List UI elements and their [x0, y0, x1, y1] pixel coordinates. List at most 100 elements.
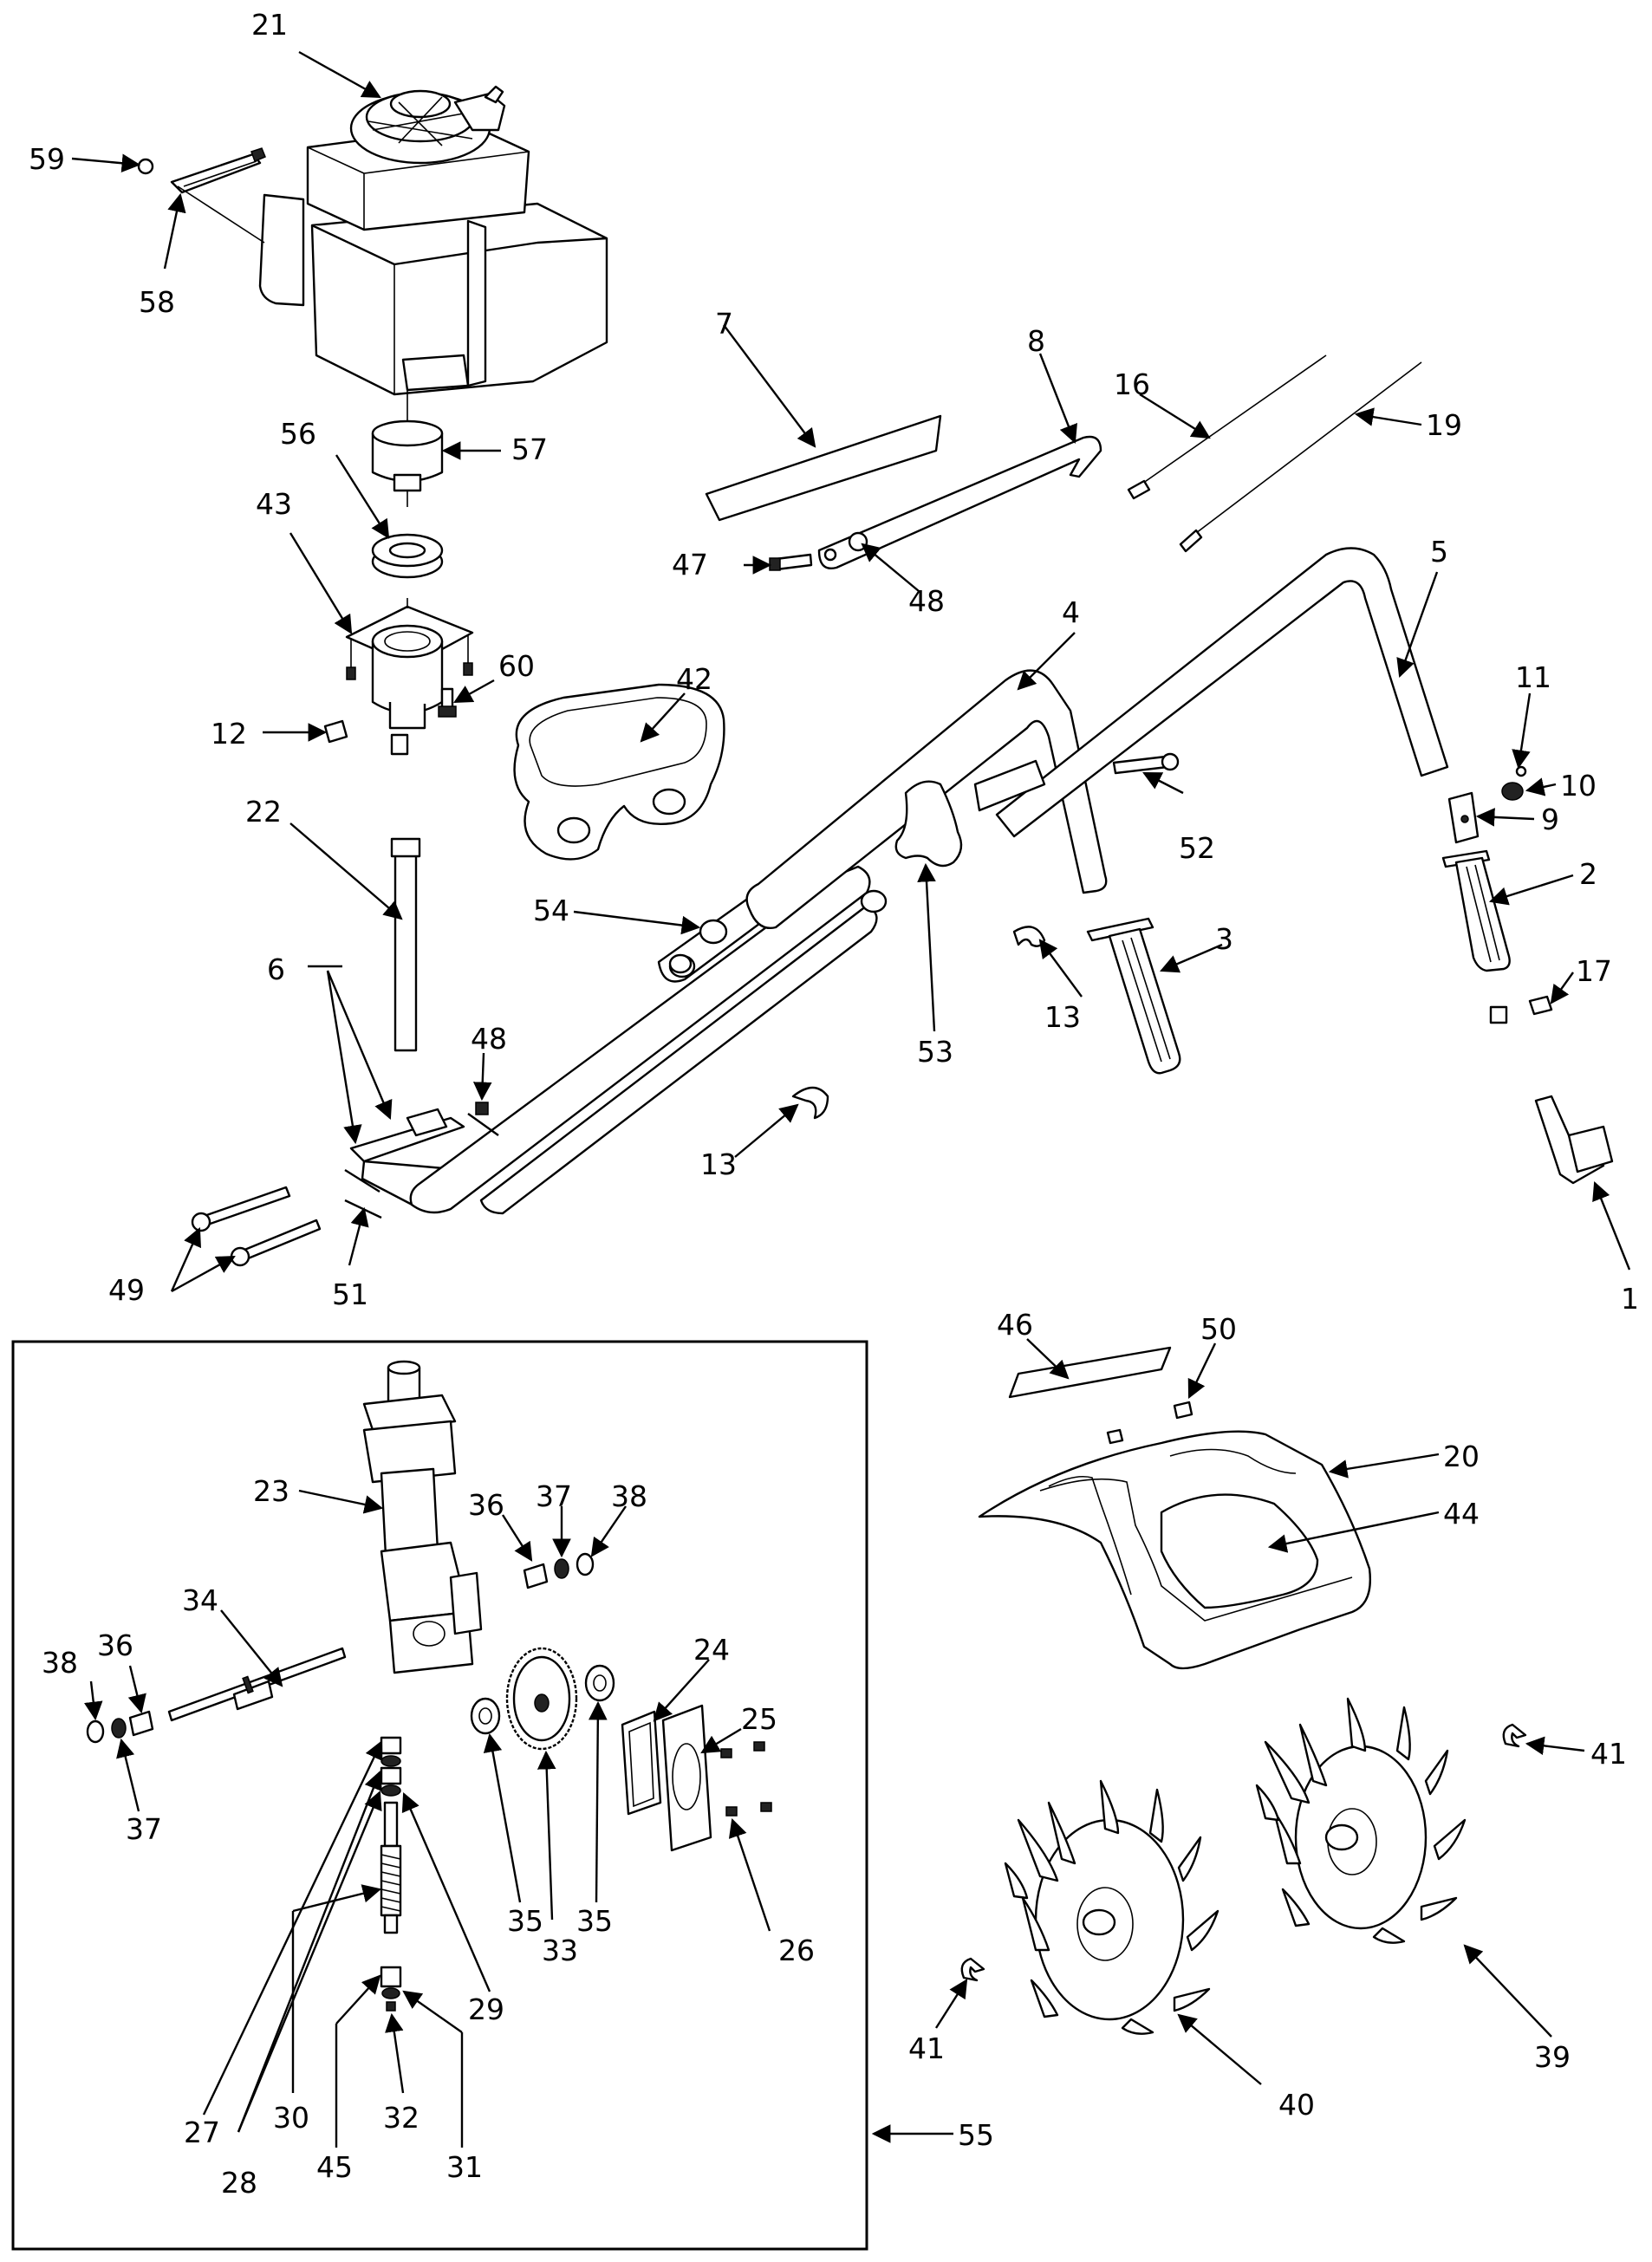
tine-40 [1004, 1779, 1219, 2035]
callout-16: 16 [1114, 367, 1150, 401]
callout-1: 1 [1621, 1282, 1639, 1316]
callout-32: 32 [383, 2101, 420, 2135]
lower-frame [349, 669, 1108, 1215]
callout-50: 50 [1200, 1312, 1237, 1346]
callout-35-right: 35 [576, 1904, 613, 1938]
callout-48-upper: 48 [908, 584, 945, 618]
engine [258, 85, 608, 396]
pulley [371, 419, 444, 492]
callout-37-left: 37 [126, 1812, 162, 1846]
nut-50 [1106, 1401, 1193, 1445]
callout-11: 11 [1515, 660, 1551, 694]
callout-8: 8 [1027, 324, 1045, 358]
cover-screws [720, 1741, 772, 1817]
callout-29: 29 [468, 1992, 504, 2026]
callout-36-left: 36 [97, 1628, 133, 1662]
callout-46: 46 [997, 1308, 1033, 1342]
callout-2: 2 [1579, 857, 1597, 891]
switch-17 [1489, 995, 1553, 1024]
callout-19: 19 [1426, 408, 1462, 442]
callout-13-lower: 13 [700, 1147, 737, 1181]
callout-58: 58 [139, 285, 175, 319]
leader-lines [71, 50, 1631, 2148]
upper-handle [973, 547, 1449, 838]
callout-44: 44 [1443, 1497, 1480, 1531]
cover-gasket [621, 1710, 662, 1816]
callout-38-right: 38 [611, 1479, 647, 1513]
bolt-60 [438, 687, 457, 718]
tine-shaft [167, 1647, 347, 1722]
worm-shaft [380, 1801, 402, 1934]
knob-10 [1501, 765, 1527, 801]
callout-54: 54 [533, 894, 569, 927]
callout-49: 49 [108, 1273, 145, 1307]
callout-43: 43 [256, 487, 292, 521]
gearbox-detail-frame [11, 1340, 868, 2251]
callout-36-right: 36 [468, 1488, 504, 1522]
long-bolts [191, 1186, 322, 1267]
callout-42: 42 [676, 662, 712, 696]
pin-52 [1112, 752, 1180, 775]
callout-53: 53 [917, 1035, 953, 1069]
callout-57: 57 [511, 432, 548, 466]
tine-clips [960, 1723, 1527, 1982]
callout-55: 55 [958, 2118, 994, 2152]
callout-35-left: 35 [507, 1904, 543, 1938]
gearbox-body [362, 1360, 483, 1674]
callout-3: 3 [1215, 922, 1233, 956]
grip-2 [1441, 791, 1511, 972]
callout-20: 20 [1443, 1440, 1480, 1473]
throttle-control [1534, 1095, 1614, 1185]
callout-26: 26 [778, 1934, 815, 1967]
callout-13-upper: 13 [1044, 1000, 1081, 1034]
callout-52: 52 [1179, 831, 1215, 865]
callout-10: 10 [1560, 769, 1597, 803]
callout-48-lower: 48 [471, 1022, 507, 1056]
shield-strip [1008, 1346, 1172, 1399]
callout-45: 45 [316, 2150, 353, 2184]
callout-51: 51 [332, 1277, 368, 1311]
bolt-47 [769, 553, 813, 571]
callout-7: 7 [715, 307, 733, 341]
callout-9: 9 [1541, 803, 1559, 836]
callout-22: 22 [245, 795, 282, 829]
cap-54 [699, 919, 728, 945]
callout-28: 28 [221, 2166, 257, 2200]
callout-24: 24 [693, 1633, 730, 1667]
grip-3 [1086, 917, 1181, 1075]
callout-17: 17 [1576, 954, 1612, 988]
callout-39: 39 [1534, 2040, 1571, 2074]
callout-47: 47 [672, 548, 708, 582]
callout-27: 27 [184, 2116, 220, 2149]
washers-right [523, 1552, 595, 1589]
washers-left [86, 1710, 154, 1744]
callout-60: 60 [498, 649, 535, 683]
worm-gear [505, 1647, 578, 1751]
gear-bearings [470, 1664, 615, 1735]
callout-21: 21 [251, 8, 288, 42]
cables [1127, 354, 1422, 553]
side-cover [661, 1704, 712, 1852]
callout-25: 25 [741, 1702, 777, 1736]
callout-31: 31 [446, 2150, 483, 2184]
nut-48-lower [475, 1102, 489, 1115]
callout-4: 4 [1062, 595, 1080, 629]
tension-knob [894, 780, 963, 868]
clips [791, 926, 1046, 1120]
lower-bearing-stack [380, 1966, 402, 2012]
callout-40: 40 [1278, 2088, 1315, 2122]
tine-39 [1255, 1697, 1467, 1944]
callout-30: 30 [273, 2101, 309, 2135]
callout-56: 56 [280, 417, 316, 451]
bracket [137, 147, 266, 244]
callout-41-right: 41 [1590, 1737, 1627, 1771]
callout-34: 34 [182, 1583, 218, 1617]
callout-numbers: 21 59 58 57 56 43 60 12 7 8 16 19 47 48 … [29, 8, 1639, 2200]
callout-37-right: 37 [536, 1479, 572, 1513]
tine-shield [978, 1430, 1371, 1670]
drive-shaft [390, 837, 421, 1052]
callout-12: 12 [211, 717, 247, 751]
callout-5: 5 [1430, 535, 1448, 569]
cover-strip [705, 414, 942, 522]
